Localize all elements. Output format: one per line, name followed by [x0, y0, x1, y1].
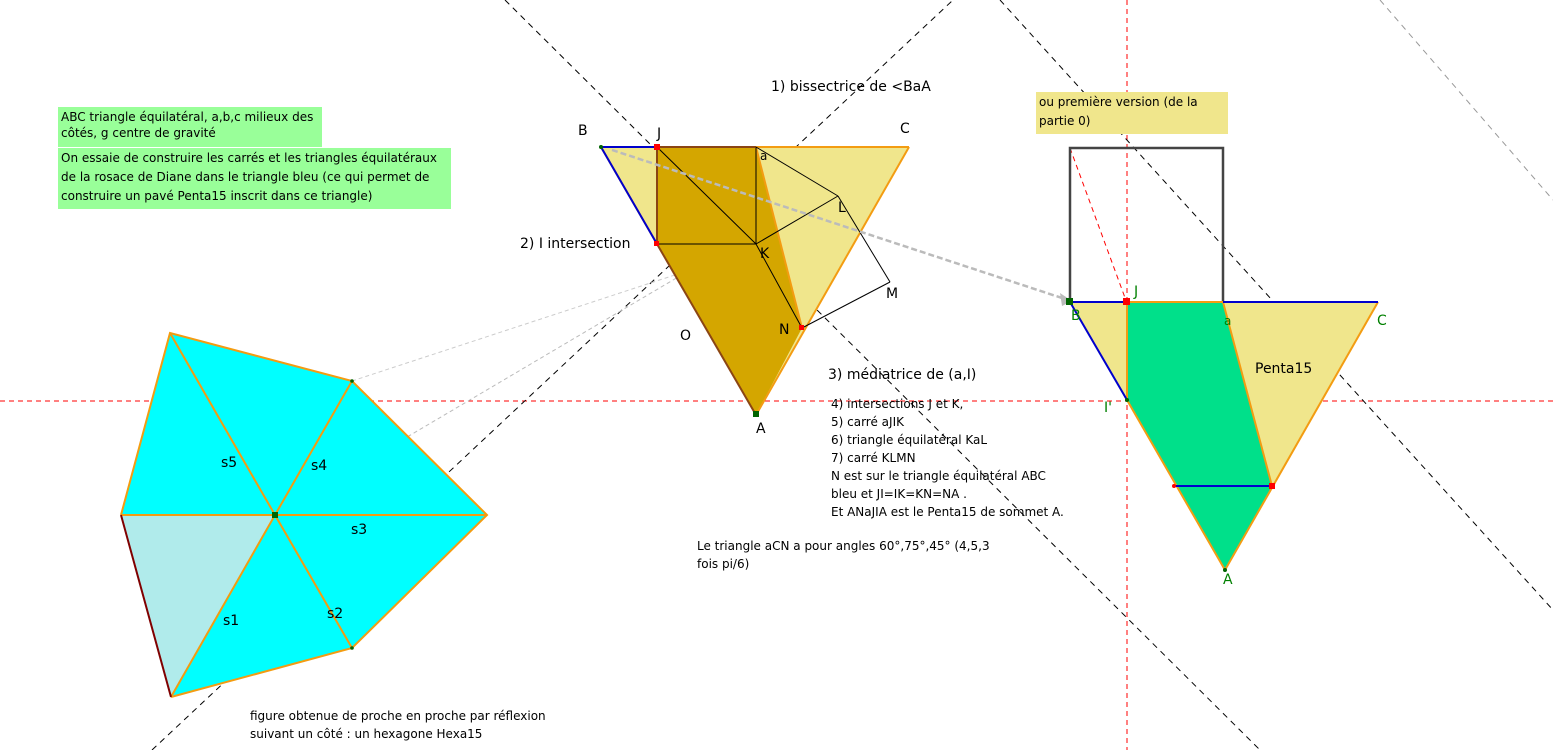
note-steps: 4) intersections J et K, 5) carré aJIK 6…	[828, 394, 1088, 522]
hexa-label-s5: s5	[221, 455, 237, 471]
hexa-vertex-point	[350, 379, 354, 383]
note-hexa-line-2: suivant un côté : un hexagone Hexa15	[250, 727, 483, 741]
hexa-vertex-point	[350, 646, 354, 650]
center-point-I	[654, 241, 659, 246]
title-bissectrice: 1) bissectrice de <BaA	[771, 79, 931, 95]
center-edge-B-side	[600, 146, 658, 245]
note-hexa: figure obtenue de proche en proche par r…	[247, 706, 567, 744]
note-angles-line-1: Le triangle aCN a pour angles 60°,75°,45…	[697, 539, 990, 553]
right-label-J: J	[1133, 284, 1138, 300]
right-label-A: A	[1223, 572, 1233, 588]
center-point-N	[799, 325, 804, 330]
center-point-B	[599, 145, 603, 149]
step-line: 4) intersections J et K,	[831, 397, 964, 411]
center-label-N: N	[779, 322, 789, 338]
note-premiere-line-2: partie 0)	[1039, 114, 1091, 128]
hexa-spoke-5	[274, 514, 353, 649]
center-label-C: C	[900, 121, 910, 137]
right-red-diagonal	[1069, 147, 1226, 571]
right-penta15-green	[1127, 302, 1272, 570]
hexa-label-s1: s1	[223, 613, 239, 629]
right-point-A	[1223, 568, 1227, 572]
right-edge-aN	[1222, 301, 1273, 487]
step-line: 5) carré aJIK	[831, 415, 904, 429]
right-label-a: a	[1224, 314, 1231, 328]
hexa-spoke-2	[169, 332, 276, 516]
hexa-outline	[120, 331, 489, 698]
hexa-spoke-3	[274, 380, 353, 516]
step-line: 7) carré KLMN	[831, 451, 916, 465]
hexa-spoke-6	[170, 514, 276, 698]
center-label-A: A	[756, 421, 766, 437]
center-label-O: O	[680, 328, 691, 344]
center-edge-aN	[755, 146, 803, 329]
note-essai: On essaie de construire les carrés et le…	[58, 148, 451, 209]
center-label-J: J	[656, 126, 661, 142]
grey-link-dashed-2	[351, 269, 691, 382]
center-penta15	[657, 147, 802, 415]
note-abc-line-2: côtés, g centre de gravité	[61, 126, 216, 140]
center-construction: B J C a L K M N O A 1) bissectrice de <B…	[520, 79, 1072, 437]
hexa-center-point	[272, 512, 278, 518]
center-LM	[837, 195, 891, 283]
note-angles-line-2: fois pi/6)	[697, 557, 750, 571]
hexa-label-s4: s4	[311, 458, 327, 474]
center-label-K: K	[760, 246, 770, 262]
note-essai-line-1: On essaie de construire les carrés et le…	[61, 151, 437, 165]
grey-dashed-line-top	[1379, 0, 1553, 201]
center-KL	[755, 195, 839, 245]
center-edge-IA	[656, 243, 757, 416]
right-point-J	[1123, 298, 1130, 305]
right-label-B: B	[1071, 308, 1081, 324]
note-abc: ABC triangle équilatéral, a,b,c milieux …	[58, 107, 322, 147]
right-point-N	[1269, 483, 1275, 489]
step-line: 6) triangle équilatéral KaL	[831, 433, 988, 447]
center-NK	[755, 243, 803, 329]
center-MN	[801, 281, 891, 329]
hexa15-figure: s5 s4 s3 s2 s1	[120, 331, 489, 698]
right-construction: B J a C I' A Penta15	[1066, 146, 1387, 588]
right-point-B	[1066, 298, 1073, 305]
center-label-M: M	[886, 286, 898, 302]
right-edge-BI	[1069, 301, 1128, 401]
center-aL	[755, 146, 839, 197]
center-point-J	[654, 144, 660, 150]
center-edge-CA	[755, 146, 910, 416]
center-label-a: a	[760, 149, 767, 163]
diagonal-dashed-line	[504, 0, 1261, 750]
hexa-dark-edge	[120, 514, 172, 698]
step-line: Et ANaJIA est le Penta15 de sommet A.	[831, 505, 1064, 519]
center-square-diag	[656, 146, 757, 245]
center-label-B: B	[578, 123, 588, 139]
right-edge-CA	[1224, 301, 1379, 571]
note-essai-line-2: de la rosace de Diane dans le triangle b…	[61, 170, 430, 184]
bisector-dashed-line	[151, 0, 954, 750]
title-mediatrice: 3) médiatrice de (a,I)	[828, 367, 976, 383]
right-label-C: C	[1377, 313, 1387, 329]
right-label-I: I'	[1104, 400, 1112, 416]
note-premiere-line-1: ou première version (de la	[1039, 95, 1198, 109]
note-essai-line-3: construire un pavé Penta15 inscrit dans …	[61, 189, 373, 203]
center-point-A	[753, 411, 759, 417]
title-intersection: 2) I intersection	[520, 236, 630, 252]
step-line: N est sur le triangle équilatéral ABC	[831, 469, 1046, 483]
right-label-penta: Penta15	[1255, 361, 1312, 377]
note-abc-line-1: ABC triangle équilatéral, a,b,c milieux …	[61, 110, 314, 124]
step-line: bleu et JI=IK=KN=NA .	[831, 487, 967, 501]
right-point-mid	[1172, 484, 1176, 488]
center-label-L: L	[838, 200, 846, 216]
center-grey-arrow	[611, 148, 1069, 302]
right-square	[1068, 146, 1225, 302]
right-point-I	[1125, 398, 1129, 402]
hexa-label-s2: s2	[327, 606, 343, 622]
hexa-label-s3: s3	[351, 522, 367, 538]
note-premiere: ou première version (de la partie 0)	[1036, 92, 1228, 134]
note-hexa-line-1: figure obtenue de proche en proche par r…	[250, 709, 546, 723]
note-angles: Le triangle aCN a pour angles 60°,75°,45…	[694, 536, 994, 574]
